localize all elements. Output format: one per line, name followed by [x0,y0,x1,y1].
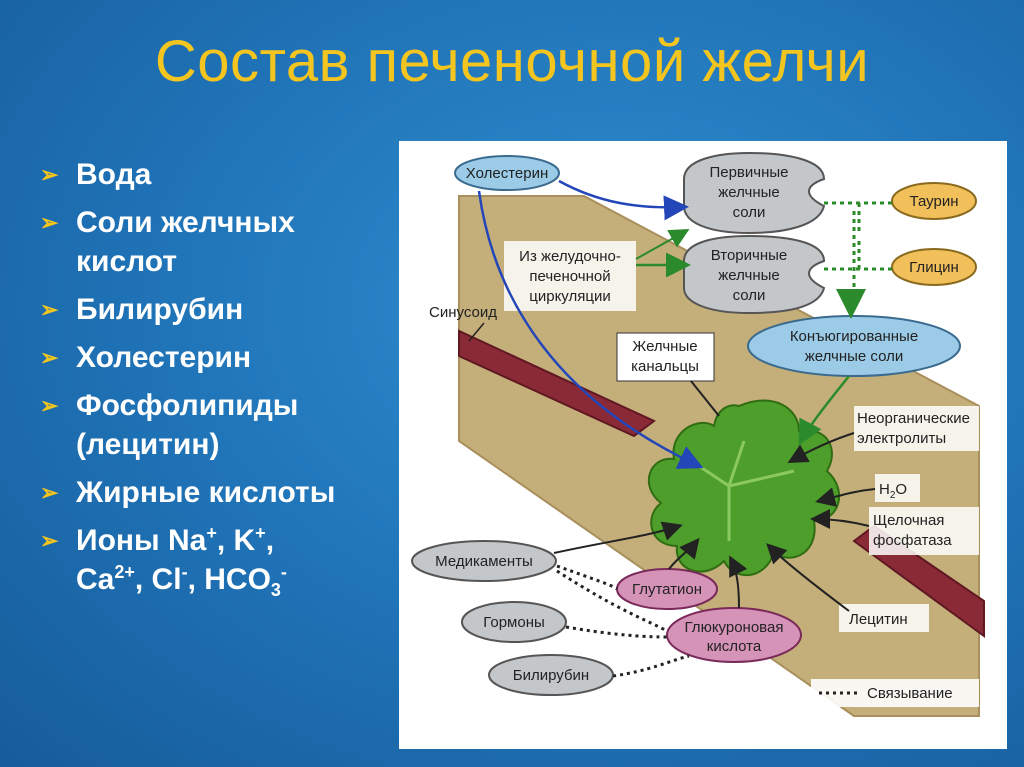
label-secondary-3: соли [733,287,766,304]
label-inorganic-1: Неорганические [857,410,970,427]
oval-primary-salts [683,151,826,235]
list-item-ions: ➢Ионы Na+, K+,Ca2+, Cl-, HCO3- [40,523,287,600]
legend-binding: Связывание [867,685,953,702]
oval-drugs [411,540,557,582]
label-taurine: Таурин [910,193,959,210]
bile-formation-diagram: Холестерин Первичные желчные соли Таурин… [399,141,1007,749]
label-secondary-2: желчные [718,267,780,284]
label-glutathione: Глутатион [632,581,702,598]
oval-glucuronic [666,607,802,663]
label-conjugated-2: желчные соли [805,348,904,365]
label-h2o: H2O [879,481,907,501]
label-primary-3: соли [733,204,766,221]
label-conjugated-1: Конъюгированные [790,328,918,345]
arrow-glutathione [668,537,700,570]
label-primary-1: Первичные [709,164,788,181]
label-box-from-circulation [504,241,636,311]
label-lecithin: Лецитин [849,611,908,628]
arrow-inorganic [787,432,855,463]
label-bilirubin: Билирубин [513,667,589,684]
label-glucuronic-2: кислота [707,638,762,655]
list-item: ➢Билирубин [40,290,390,329]
label-sinusoid: Синусоид [429,304,497,321]
bullet-arrow-icon: ➢ [40,528,59,553]
label-box-h2o [875,474,920,502]
arrow-circulation-primary [635,229,690,260]
bullet-arrow-icon: ➢ [40,210,59,235]
arrow-lecithin [766,543,850,612]
oval-taurine [891,182,977,220]
bullet-arrow-icon: ➢ [40,162,59,187]
list-item: ➢Фосфолипиды (лецитин) [40,386,390,464]
label-drugs: Медикаменты [435,553,533,570]
arrow-alkaline [810,509,870,530]
list-item: ➢Холестерин [40,338,390,377]
arrow-glucuronic [729,555,748,609]
label-box-binding [811,679,979,707]
oval-conjugated-salts [747,315,961,377]
label-canaliculi-1: Желчные [632,338,697,355]
label-alkaline-1: Щелочная [873,512,944,529]
label-inorganic-2: электролиты [857,430,946,447]
oval-cholesterol [454,155,560,191]
arrow-drugs [553,521,683,554]
label-from-circulation-2: печеночной [529,268,610,285]
label-glucuronic-1: Глюкуроновая [685,619,784,636]
label-primary-2: желчные [718,184,780,201]
bile-composition-list: ➢Вода ➢Соли желчных кислот ➢Билирубин ➢Х… [40,155,390,608]
oval-glycine [891,248,977,286]
label-canaliculi-2: канальцы [631,358,699,375]
arrow-h2o [815,487,876,507]
arrow-cholesterol-cell [477,190,704,469]
bullet-arrow-icon: ➢ [40,480,59,505]
list-item: ➢Соли желчных кислот [40,203,390,281]
bullet-arrow-icon: ➢ [40,393,59,418]
list-item: ➢Жирные кислоты [40,473,390,512]
label-from-circulation-3: циркуляции [529,288,610,305]
list-item: ➢Вода [40,155,390,194]
label-box-lecithin [839,604,929,632]
label-box-canaliculi [616,332,715,382]
label-alkaline-2: фосфатаза [873,532,952,549]
arrow-conjugated-cell [798,375,850,446]
dotted-primary-branch [824,201,894,291]
label-box-inorganic [854,406,979,451]
arrow-canaliculi-pointer [690,380,720,417]
slide-title: Состав печеночной желчи [154,29,870,94]
label-hormones: Гормоны [483,614,545,631]
label-from-circulation-1: Из желудочно- [519,248,621,265]
label-box-alkaline [869,507,979,555]
oval-hormones [461,601,567,643]
oval-secondary-salts [683,234,826,315]
label-secondary-1: Вторичные [711,247,788,264]
arrow-cholesterol-primary [558,179,689,221]
label-glycine: Глицин [909,259,959,276]
hepatocyte-cell [647,399,841,576]
label-cholesterol: Холестерин [466,165,549,182]
bullet-arrow-icon: ➢ [40,345,59,370]
bullet-arrow-icon: ➢ [40,297,59,322]
